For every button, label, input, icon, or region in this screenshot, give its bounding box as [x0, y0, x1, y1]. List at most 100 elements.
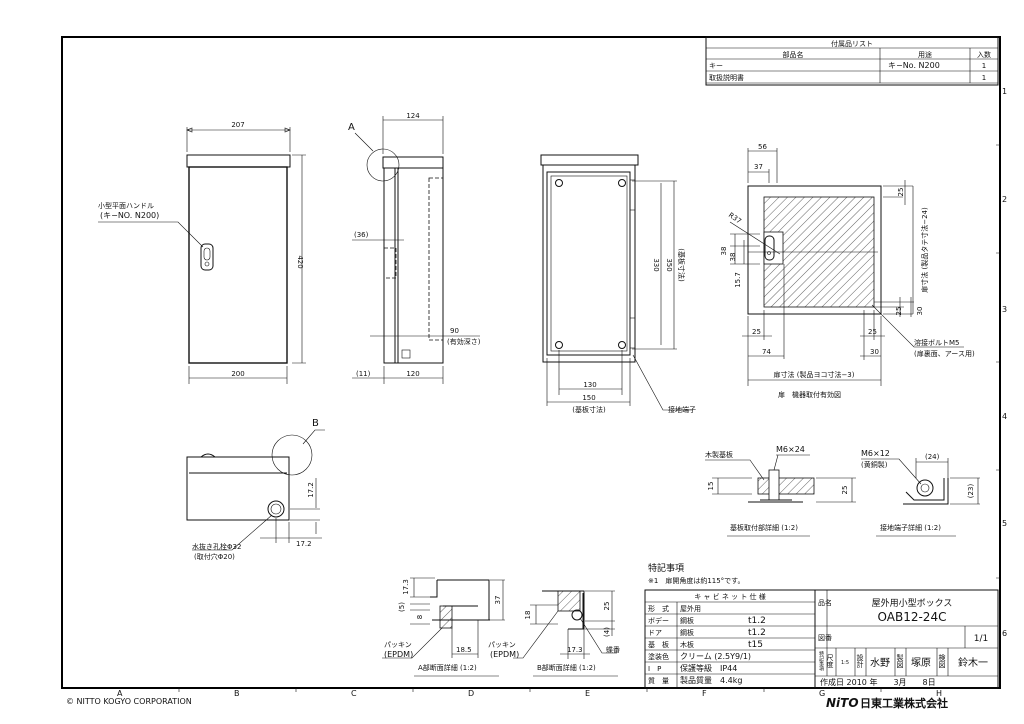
handle-icon: [764, 235, 775, 261]
logo-mark: NiTO: [826, 696, 859, 710]
screw-label: M6×12: [861, 449, 890, 458]
dimension-label: 74: [762, 348, 771, 356]
spec-value: 屋外用: [680, 604, 701, 613]
column-header: 入数: [977, 50, 991, 59]
packing-label: パッキン: [384, 641, 412, 649]
row-marker: 4: [1002, 412, 1007, 421]
door-mounting-view: 56 37 R37 38 38 15.7 25 扉寸法 (製品タテ寸法−24) …: [720, 143, 975, 399]
dimension-label: 150: [582, 394, 595, 402]
copyright-text: © NITTO KOGYO CORPORATION: [66, 697, 192, 706]
spec-label: 基 板: [648, 640, 669, 649]
dimension-label: (24): [925, 453, 940, 461]
dimension-label: 56: [758, 143, 767, 151]
detail-a-section: 17.3 (5) 8 37 18.5 パッキン (EPDM) A部断面詳細 (1…: [382, 577, 505, 677]
detail-caption: A部断面詳細 (1:2): [418, 663, 477, 672]
dimension-label: 25: [841, 486, 849, 495]
dimension-label: 25: [603, 602, 611, 611]
spec-value: クリーム (2.5Y9/1): [680, 652, 751, 661]
dimension-label: 8: [416, 615, 424, 619]
dimension-label: R37: [727, 211, 743, 225]
spec-value: 鋼板: [680, 628, 694, 637]
notes-title: 特記事項: [648, 562, 684, 574]
title-block: 品名 屋外用小型ボックス OAB12-24C 図番 1/1 特記事項 尺度 1:…: [814, 589, 999, 689]
row-marker: 6: [1002, 629, 1007, 638]
dimension-note: (有効深さ): [447, 337, 481, 346]
dimension-label: 18.5: [456, 646, 472, 654]
detail-caption: 接地端子詳細 (1:2): [880, 523, 941, 532]
weld-bolt-label: 溶接ボルトM5: [914, 338, 960, 347]
sheet-number: 1/1: [974, 634, 988, 644]
scale-label: 尺度: [826, 654, 834, 669]
table-cell: 取扱説明書: [709, 73, 744, 82]
handle-key-label: (キ−NO. N200): [100, 211, 159, 220]
dimension-label: 420: [296, 255, 304, 268]
side-view: A 124 (36) 90 (有効深さ) (11) 120: [348, 112, 481, 384]
spec-label: ボデー: [648, 616, 669, 625]
row-marker: 2: [1002, 195, 1007, 204]
detail-caption: B部断面詳細 (1:2): [537, 663, 596, 672]
spec-thickness: t15: [748, 640, 763, 650]
dimension-note: (基板寸法): [677, 248, 686, 282]
parts-list-title: 付属品リスト: [831, 39, 873, 48]
inner-view: 330 350 (基板寸法) 130 150 (基板寸法) 接地端子: [540, 154, 696, 414]
spec-label: 形 式: [648, 604, 669, 613]
row-marker: 1: [1002, 87, 1007, 96]
detail-caption: 基板取付部詳細 (1:2): [730, 523, 798, 532]
weld-bolt-note: (扉裏面、アース用): [914, 349, 975, 358]
view-caption: 扉 機器取付有効図: [778, 390, 841, 399]
column-marker: G: [819, 689, 825, 698]
spec-label: I P: [648, 665, 661, 673]
dimension-label: 17.2: [296, 540, 312, 548]
front-view: 207 420 200 小型平面ハンドル (キ−NO. N200): [98, 121, 306, 384]
dimension-label: 200: [231, 370, 244, 378]
dimension-label: 350: [665, 258, 673, 271]
parts-list-table: 付属品リスト 部品名 用途 入数 キー キ−No. N200 1 取扱説明書 1: [705, 36, 999, 86]
column-marker: B: [234, 689, 240, 698]
meta-label: 特記事項: [818, 650, 824, 672]
dimension-note: (基板寸法): [572, 405, 606, 414]
draft-label: 製図: [896, 653, 904, 669]
column-header: 部品名: [783, 50, 804, 59]
dimension-label: (36): [354, 231, 369, 239]
column-marker: E: [585, 689, 590, 698]
dimension-label: (4): [603, 627, 611, 637]
spec-table-title: キ ャ ビ ネ ッ ト 仕 様: [694, 592, 766, 601]
dimension-label: 330: [652, 258, 660, 271]
dimension-label: (11): [356, 370, 371, 378]
table-cell: 1: [982, 62, 986, 70]
company-name: 日東工業株式会社: [860, 696, 948, 710]
row-marker: 3: [1002, 305, 1007, 314]
creation-date: 作成日 2010 年 3月 8日: [820, 677, 936, 687]
packing-material: (EPDM): [384, 650, 413, 659]
border-row-markers: 1 2 3 4 5 6: [996, 87, 1007, 638]
spec-value: 木板: [680, 640, 694, 649]
spec-thickness: t1.2: [748, 616, 766, 626]
dimension-label: 25: [868, 328, 877, 336]
note-line: ※1 扉開角度は約115°です。: [648, 576, 744, 585]
drain-note: (取付穴Φ20): [194, 552, 235, 561]
dimension-label: 90: [450, 327, 459, 335]
ground-terminal-detail: M6×12 (黄銅製) (24) (23) 接地端子詳細 (1:2): [861, 449, 980, 537]
dimension-label: 30: [870, 348, 879, 356]
dimension-label: 124: [406, 112, 420, 120]
table-cell: キー: [709, 62, 723, 70]
hinge-label: 蝶番: [606, 645, 620, 654]
table-cell: 1: [982, 74, 986, 82]
column-marker: F: [702, 689, 707, 698]
drawing-frame: [61, 36, 1001, 689]
drain-label: 水抜き孔栓Φ32: [192, 542, 241, 551]
cabinet-spec-table: キ ャ ビ ネ ッ ト 仕 様 形 式 屋外用 ボデー 鋼板 t1.2 ドア 鋼…: [644, 589, 816, 689]
dimension-label: 25: [895, 307, 903, 316]
row-marker: 5: [1002, 519, 1007, 528]
spec-label: 塗装色: [648, 652, 669, 661]
spec-value: 保護等級 IP44: [680, 663, 737, 673]
dimension-label: 38: [729, 253, 737, 262]
checker-name: 鈴木一: [958, 656, 988, 669]
column-marker: H: [936, 689, 942, 698]
screw-label: M6×24: [776, 445, 805, 454]
hinge-icon: [571, 609, 583, 621]
column-header: 用途: [918, 50, 932, 59]
dimension-note: 扉寸法 (製品タテ寸法−24): [920, 207, 929, 293]
ground-terminal-label: 接地端子: [668, 405, 696, 414]
spec-value: 製品質量 4.4kg: [680, 675, 742, 685]
